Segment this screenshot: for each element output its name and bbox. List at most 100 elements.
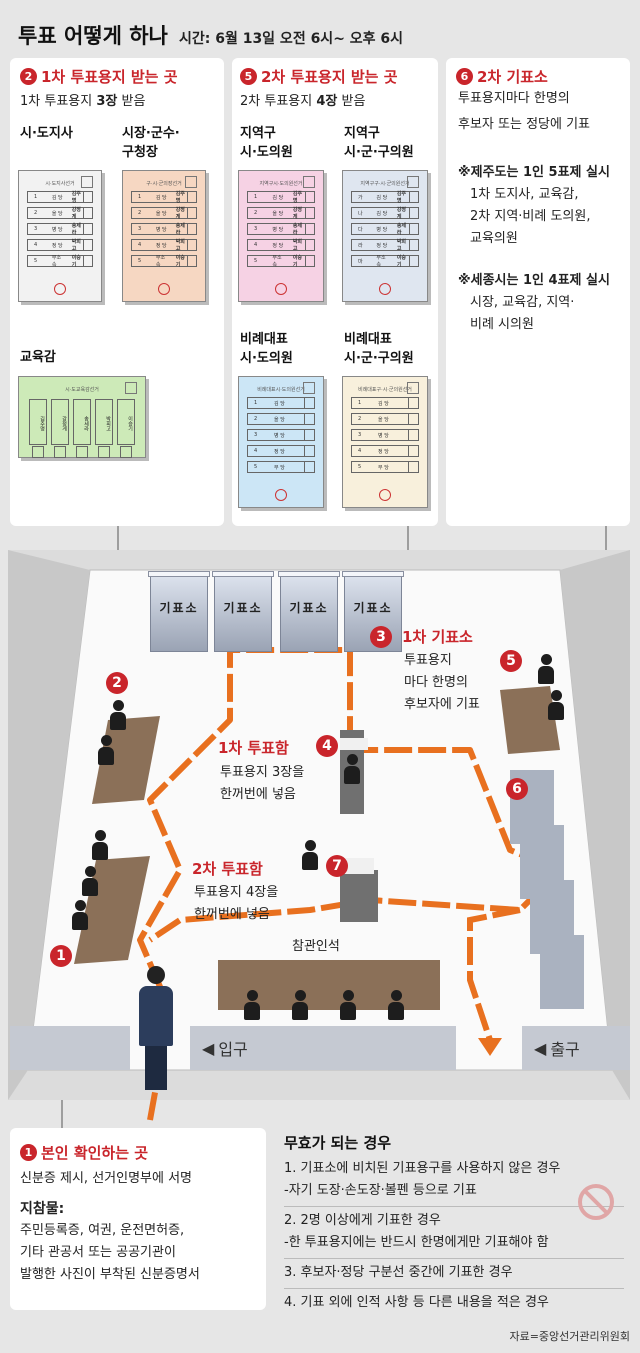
head <box>100 735 112 746</box>
ballot-mark-box <box>83 256 92 266</box>
label-proportional-provincial-1: 비례대표 <box>240 332 288 347</box>
ballot-mark-box <box>305 240 314 250</box>
voting-booth: 기표소 <box>212 571 274 652</box>
ballot-candidate: 김주명 <box>396 191 407 204</box>
ballot-party: 무 당 <box>274 464 285 471</box>
ballot-mark-box <box>304 462 314 472</box>
first-booth-line2: 마다 한명의 <box>404 675 468 690</box>
ballot-party: 병 당 <box>376 226 388 233</box>
panel4-item2: 기타 관공서 또는 공공기관이 <box>20 1245 176 1260</box>
label-mayor-1: 시장·군수· <box>122 126 180 141</box>
ballot-candidate: 박희고 <box>396 239 407 252</box>
body <box>548 702 564 720</box>
staff-person <box>110 700 126 730</box>
ballot-title: 비례대표시·도의원선거 <box>257 387 305 393</box>
ballot-number: 3 <box>138 226 142 232</box>
invalid-case-4: 4. 기표 외에 인적 사항 등 다른 내용을 적은 경우 <box>284 1295 549 1310</box>
ballot-party: 무 당 <box>378 464 389 471</box>
body <box>388 1002 404 1020</box>
ballot-party: 김 당 <box>51 194 63 201</box>
ballot-candidate: 강정게 <box>71 207 81 220</box>
step-badge: 1 <box>20 1144 37 1161</box>
ballot-candidate: 김주명 <box>175 191 185 204</box>
body <box>340 1002 356 1020</box>
ballot-candidate-column: 이승기 <box>117 399 135 458</box>
jeju-note-3: 교육의원 <box>470 231 518 246</box>
ballot-mark-box <box>408 398 418 408</box>
text: 1차 투표용지 <box>20 94 97 109</box>
step-2-marker: 2 <box>106 672 128 694</box>
divider <box>284 1258 624 1259</box>
ballot-number: 나 <box>358 210 363 217</box>
text: 받음 <box>337 94 366 109</box>
panel1-title-text: 1차 투표용지 받는 곳 <box>41 68 178 86</box>
ballot-mark-box <box>305 192 314 202</box>
entrance-label: 입구 <box>218 1040 248 1059</box>
body <box>302 852 318 870</box>
sejong-note-1: 시장, 교육감, 지역· <box>470 295 575 310</box>
ballot-candidate: 박희고 <box>71 239 81 252</box>
sejong-note-2: 비례 시의원 <box>470 317 534 332</box>
ballot-mark-box <box>83 208 92 218</box>
page-subtitle: 시간: 6월 13일 오전 6시~ 오후 6시 <box>178 31 404 47</box>
ballot-number: 5 <box>34 258 38 264</box>
ballot-mark-box <box>305 224 314 234</box>
exit-label: 출구 <box>550 1040 580 1059</box>
observer-person <box>340 990 356 1020</box>
label-local-city-1: 지역구 <box>344 126 380 141</box>
ballot-candidate: 송세라 <box>175 223 185 236</box>
step-3-marker: 3 <box>370 626 392 648</box>
ballot-candidate: 이승기 <box>396 255 407 268</box>
ballot-title: 지역구시·도의원선거 <box>259 181 303 187</box>
ballot-mark-box <box>304 446 314 456</box>
panel4-item1: 주민등록증, 여권, 운전면허증, <box>20 1223 185 1238</box>
ballot-candidate-column: 박희고 <box>95 399 113 458</box>
text: 2차 투표용지 <box>240 94 317 109</box>
ballot-candidate: 김주명 <box>71 191 81 204</box>
ballot-box-1-line2: 한꺼번에 넣음 <box>220 787 296 802</box>
ballot-candidate: 박희고 <box>292 239 303 252</box>
booth-label: 기표소 <box>289 601 329 615</box>
ballot-number: 1 <box>138 194 142 200</box>
booth-label: 기표소 <box>159 601 199 615</box>
left-gate-wall <box>10 1026 130 1070</box>
label-proportional-provincial-2: 시·도의원 <box>240 351 293 366</box>
booth-frame <box>148 571 210 577</box>
body <box>110 712 126 730</box>
ballot-box-1-title: 1차 투표함 <box>218 739 289 757</box>
head <box>346 754 358 765</box>
ballot-party: 을 당 <box>272 210 284 217</box>
ballot-mark-box <box>187 192 196 202</box>
ballot-candidate: 강정게 <box>175 207 185 220</box>
ballot-party: 정 당 <box>378 448 389 455</box>
ballot-number: 마 <box>358 258 363 265</box>
ballot-party: 정 당 <box>51 242 63 249</box>
ballot-candidate: 이승기 <box>71 255 81 268</box>
staff-person <box>72 900 88 930</box>
ballot-candidate-column: 강정게 <box>51 399 69 458</box>
ballot-party: 김 당 <box>272 194 284 201</box>
head <box>550 690 562 701</box>
ballot-mark-box <box>408 446 418 456</box>
step-1-marker: 1 <box>50 945 72 967</box>
body <box>292 1002 308 1020</box>
voter-coat <box>139 986 173 1046</box>
entrance-arrow-icon: ◀ <box>202 1038 215 1058</box>
